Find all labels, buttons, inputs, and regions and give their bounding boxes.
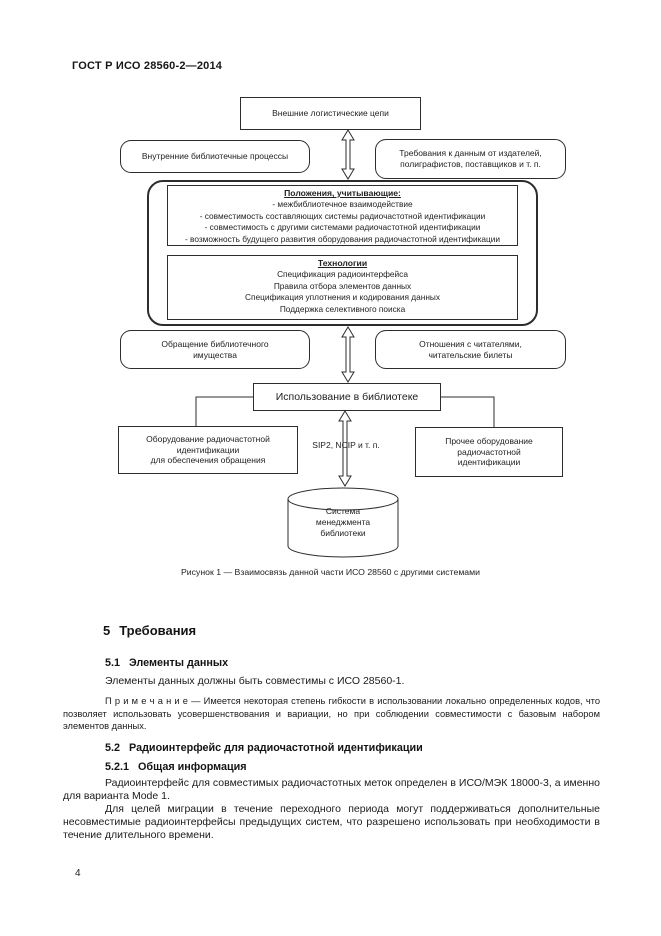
section-5-1-heading: 5.1 Элементы данных	[105, 657, 600, 670]
document-header: ГОСТ Р ИСО 28560-2—2014	[72, 60, 223, 72]
double-arrow-middle	[341, 326, 355, 383]
box-label: Использование в библиотеке	[275, 390, 419, 403]
connector-right	[441, 396, 495, 427]
provisions-item: - совместимость с другими системами ради…	[204, 222, 481, 233]
library-management-system-label: Система менеджмента библиотеки	[315, 506, 371, 538]
box-circulation: Обращение библиотечного имущества	[120, 330, 310, 369]
technologies-item: Спецификация уплотнения и кодирования да…	[244, 292, 441, 303]
box-data-requirements: Требования к данным от издателей, полигр…	[375, 139, 566, 179]
section-number: 5.2	[105, 741, 121, 754]
box-label: Прочее оборудование радиочастотной идент…	[445, 435, 533, 468]
section-number: 5.1	[105, 657, 121, 669]
box-label: Обращение библиотечного имущества	[161, 338, 269, 360]
paragraph: Элементы данных должны быть совместимы с…	[105, 675, 405, 687]
provisions-item: - совместимость составляющих системы рад…	[199, 210, 486, 221]
box-internal-library-processes: Внутренние библиотечные процессы	[120, 140, 310, 173]
double-arrow-bottom	[338, 410, 352, 487]
paragraph: Радиоинтерфейс для совместимых радиочаст…	[63, 776, 600, 802]
provisions-item: - возможность будущего развития оборудов…	[184, 233, 501, 244]
section-5-heading: 5 Требования	[103, 624, 600, 637]
technologies-title: Технологии	[317, 258, 368, 268]
paragraph: Для целей миграции в течение переходного…	[63, 802, 600, 841]
box-label: Оборудование радиочастотной идентификаци…	[146, 433, 270, 466]
box-reader-relations: Отношения с читателями, читательские бил…	[375, 330, 566, 369]
document-body: 5 Требования 5.1 Элементы данных Элементы …	[63, 618, 600, 842]
page-number: 4	[75, 868, 81, 879]
figure-caption: Рисунок 1 — Взаимосвязь данной части ИСО…	[181, 567, 480, 577]
technologies-item: Поддержка селективного поиска	[279, 303, 406, 314]
section-5-2-1-heading: 5.2.1 Общая информация	[105, 761, 600, 774]
cylinder-body	[287, 499, 399, 558]
technologies-item: Правила отбора элементов данных	[273, 280, 412, 291]
double-arrow-top	[341, 129, 355, 180]
box-rfid-circulation-equipment: Оборудование радиочастотной идентификаци…	[118, 426, 298, 474]
section-title: Элементы данных	[129, 657, 229, 669]
box-external-logistics: Внешние логистические цепи	[240, 97, 421, 130]
cylinder-top	[287, 487, 399, 511]
section-title: Общая информация	[138, 760, 247, 773]
box-provisions: Положения, учитывающие: - межбиблиотечно…	[167, 185, 518, 246]
box-label: Отношения с читателями, читательские бил…	[419, 338, 522, 360]
section-title: Радиоинтерфейс для радиочастотной иденти…	[129, 741, 423, 754]
section-5-2-heading: 5.2 Радиоинтерфейс для радиочастотной иде…	[105, 742, 600, 755]
box-label: Требования к данным от издателей, полигр…	[399, 148, 542, 169]
provisions-item: - межбиблиотечное взаимодействие	[272, 199, 413, 210]
section-number: 5.2.1	[105, 760, 130, 773]
box-technologies: Технологии Спецификация радиоинтерфейса …	[167, 255, 518, 320]
protocol-label: SIP2, NCIP и т. п.	[312, 440, 380, 450]
box-label: Внутренние библиотечные процессы	[141, 151, 289, 162]
section-number: 5	[103, 623, 111, 638]
note-paragraph: П р и м е ч а н и е — Имеется некоторая …	[63, 696, 600, 731]
technologies-item: Спецификация радиоинтерфейса	[277, 269, 408, 280]
connector-left	[195, 396, 253, 426]
provisions-title: Положения, учитывающие:	[284, 188, 401, 198]
diagram-connectors	[195, 129, 495, 558]
section-title: Требования	[119, 623, 197, 638]
box-other-rfid-equipment: Прочее оборудование радиочастотной идент…	[415, 427, 563, 477]
box-label: Внешние логистические цепи	[272, 108, 389, 119]
box-library-use: Использование в библиотеке	[253, 383, 441, 411]
